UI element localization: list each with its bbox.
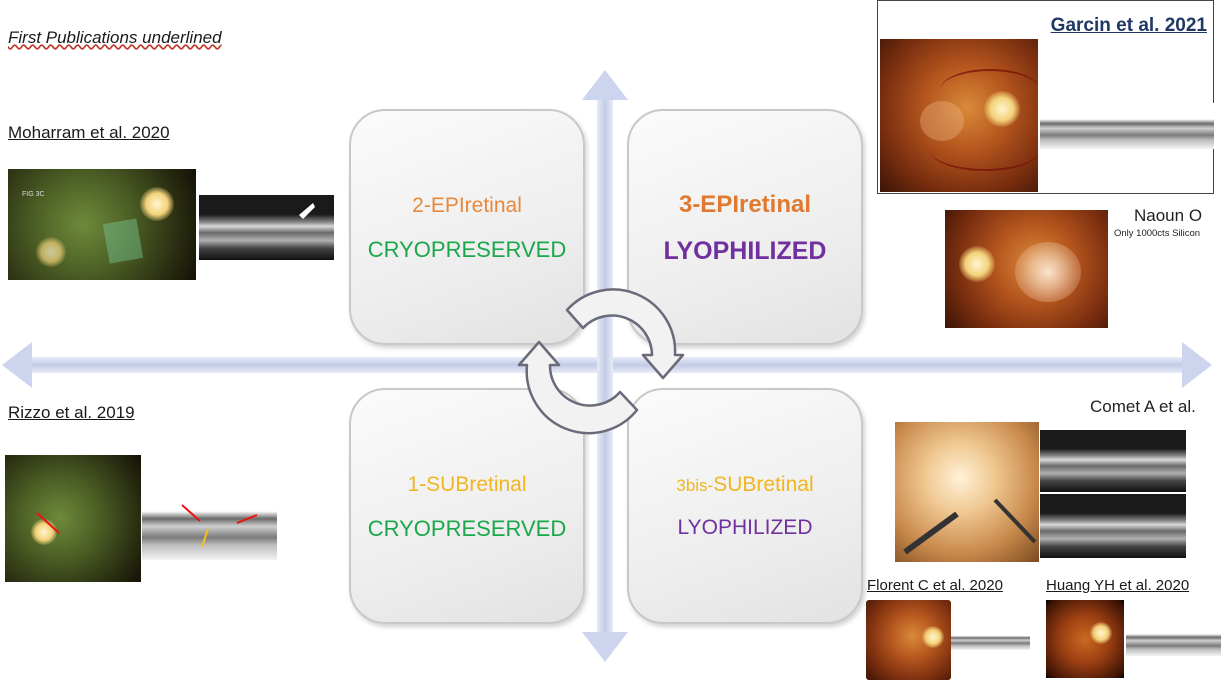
garcin-panel: Garcin et al. 2021	[877, 0, 1214, 194]
quadrant-3bis-line1: 3bis-SUBretinal	[629, 473, 861, 497]
moharram-fundus-label: FIG 3C	[22, 191, 45, 198]
florent-fundus-image	[866, 600, 951, 680]
citation-comet: Comet A et al.	[1090, 397, 1196, 416]
florent-oct-image	[951, 628, 1030, 650]
naoun-fundus-image	[945, 210, 1108, 328]
quadrant-3bis-label: SUBretinal	[713, 473, 814, 496]
rizzo-oct-image	[142, 485, 277, 560]
citation-rizzo: Rizzo et al. 2019	[8, 403, 135, 422]
quadrant-3-line2: LYOPHILIZED	[663, 237, 827, 265]
citation-huang: Huang YH et al. 2020	[1046, 577, 1190, 594]
moharram-fundus-image: FIG 3C	[8, 169, 196, 280]
quadrant-3bis-prefix: 3bis-	[676, 476, 714, 495]
quadrant-2-line2: CRYOPRESERVED	[367, 237, 567, 262]
citation-garcin: Garcin et al. 2021	[1050, 15, 1207, 36]
garcin-oct-image	[1040, 103, 1214, 149]
quadrant-subretinal-cryopreserved: 1-SUBretinal CRYOPRESERVED	[349, 388, 585, 624]
cycle-arrows-icon	[517, 288, 685, 435]
header-note: First Publications underlined	[8, 28, 222, 47]
quadrant-3bis-line2: LYOPHILIZED	[677, 516, 813, 539]
rizzo-fundus-image	[5, 455, 141, 582]
citation-moharram: Moharram et al. 2020	[8, 123, 170, 142]
naoun-note: Only 1000cts Silicon	[1114, 228, 1201, 239]
comet-oct-image-2	[1040, 494, 1186, 558]
comet-surgical-image	[895, 422, 1039, 562]
quadrant-epiretinal-lyophilized: 3-EPIretinal LYOPHILIZED	[627, 109, 863, 345]
quadrant-subretinal-lyophilized: 3bis-SUBretinal LYOPHILIZED	[627, 388, 863, 624]
quadrant-1-line2: CRYOPRESERVED	[367, 516, 567, 541]
comet-oct-image-1	[1040, 430, 1186, 492]
garcin-fundus-image	[880, 39, 1038, 192]
moharram-oct-image	[199, 195, 334, 260]
citation-florent: Florent C et al. 2020	[867, 577, 1003, 594]
huang-oct-image	[1126, 622, 1221, 656]
quadrant-1-line1: 1-SUBretinal	[407, 473, 527, 496]
vertical-axis	[582, 70, 628, 662]
quadrant-2-line1: 2-EPIretinal	[412, 194, 522, 217]
citation-naoun: Naoun O	[1134, 206, 1203, 225]
quadrant-epiretinal-cryopreserved: 2-EPIretinal CRYOPRESERVED	[349, 109, 585, 345]
quadrant-3-line1: 3-EPIretinal	[678, 191, 812, 218]
huang-fundus-image	[1046, 600, 1124, 678]
